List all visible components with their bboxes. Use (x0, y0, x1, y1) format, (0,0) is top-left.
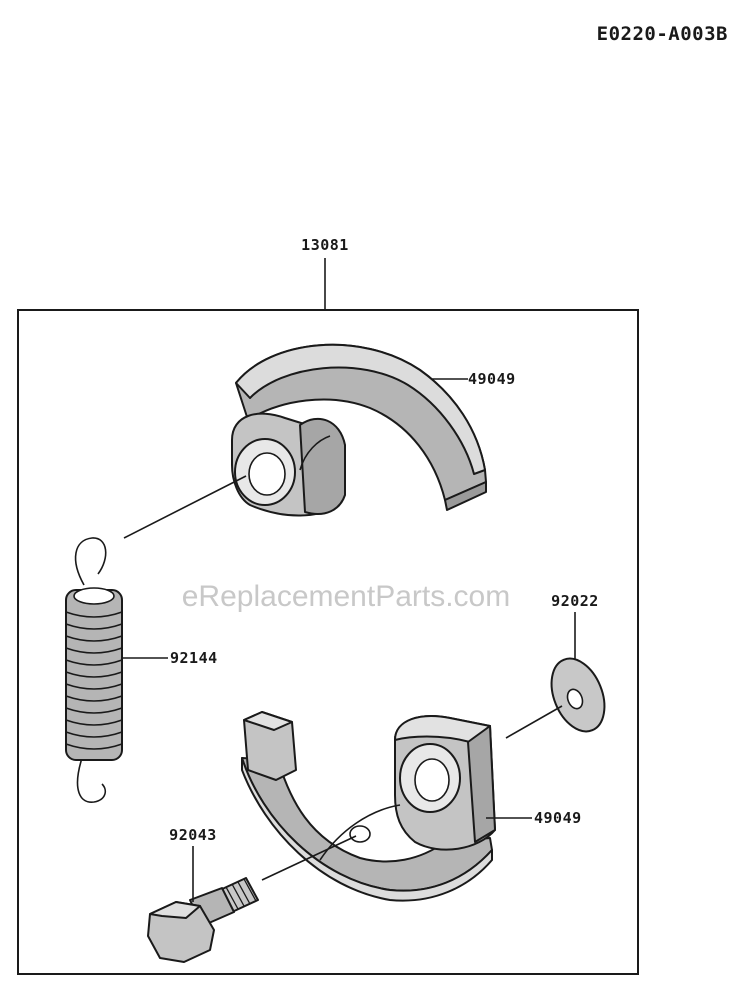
assembly-frame (17, 309, 639, 975)
assembly-part-number[interactable]: 13081 (301, 236, 349, 254)
bolt-icon[interactable] (147, 877, 259, 963)
assembly-group: 13081 (17, 236, 639, 975)
spring-icon[interactable] (65, 537, 123, 803)
washer-icon[interactable] (542, 651, 615, 739)
bolt-alignment-line (261, 835, 357, 881)
spring-part-number[interactable]: 92144 (170, 649, 218, 667)
watermark-text: eReplacementParts.com (182, 580, 510, 613)
washer-alignment-line (505, 705, 563, 739)
diagram-reference-code: E0220-A003B (597, 23, 728, 45)
lower-shoe-part-number[interactable]: 49049 (534, 809, 582, 827)
clutch-shoe-lower-icon[interactable] (241, 711, 496, 902)
bolt-part-number[interactable]: 92043 (169, 826, 217, 844)
washer-part-number[interactable]: 92022 (551, 592, 599, 610)
upper-shoe-spring-alignment-line (123, 475, 247, 539)
clutch-shoe-upper-icon[interactable] (231, 343, 487, 517)
upper-shoe-part-number[interactable]: 49049 (468, 370, 516, 388)
